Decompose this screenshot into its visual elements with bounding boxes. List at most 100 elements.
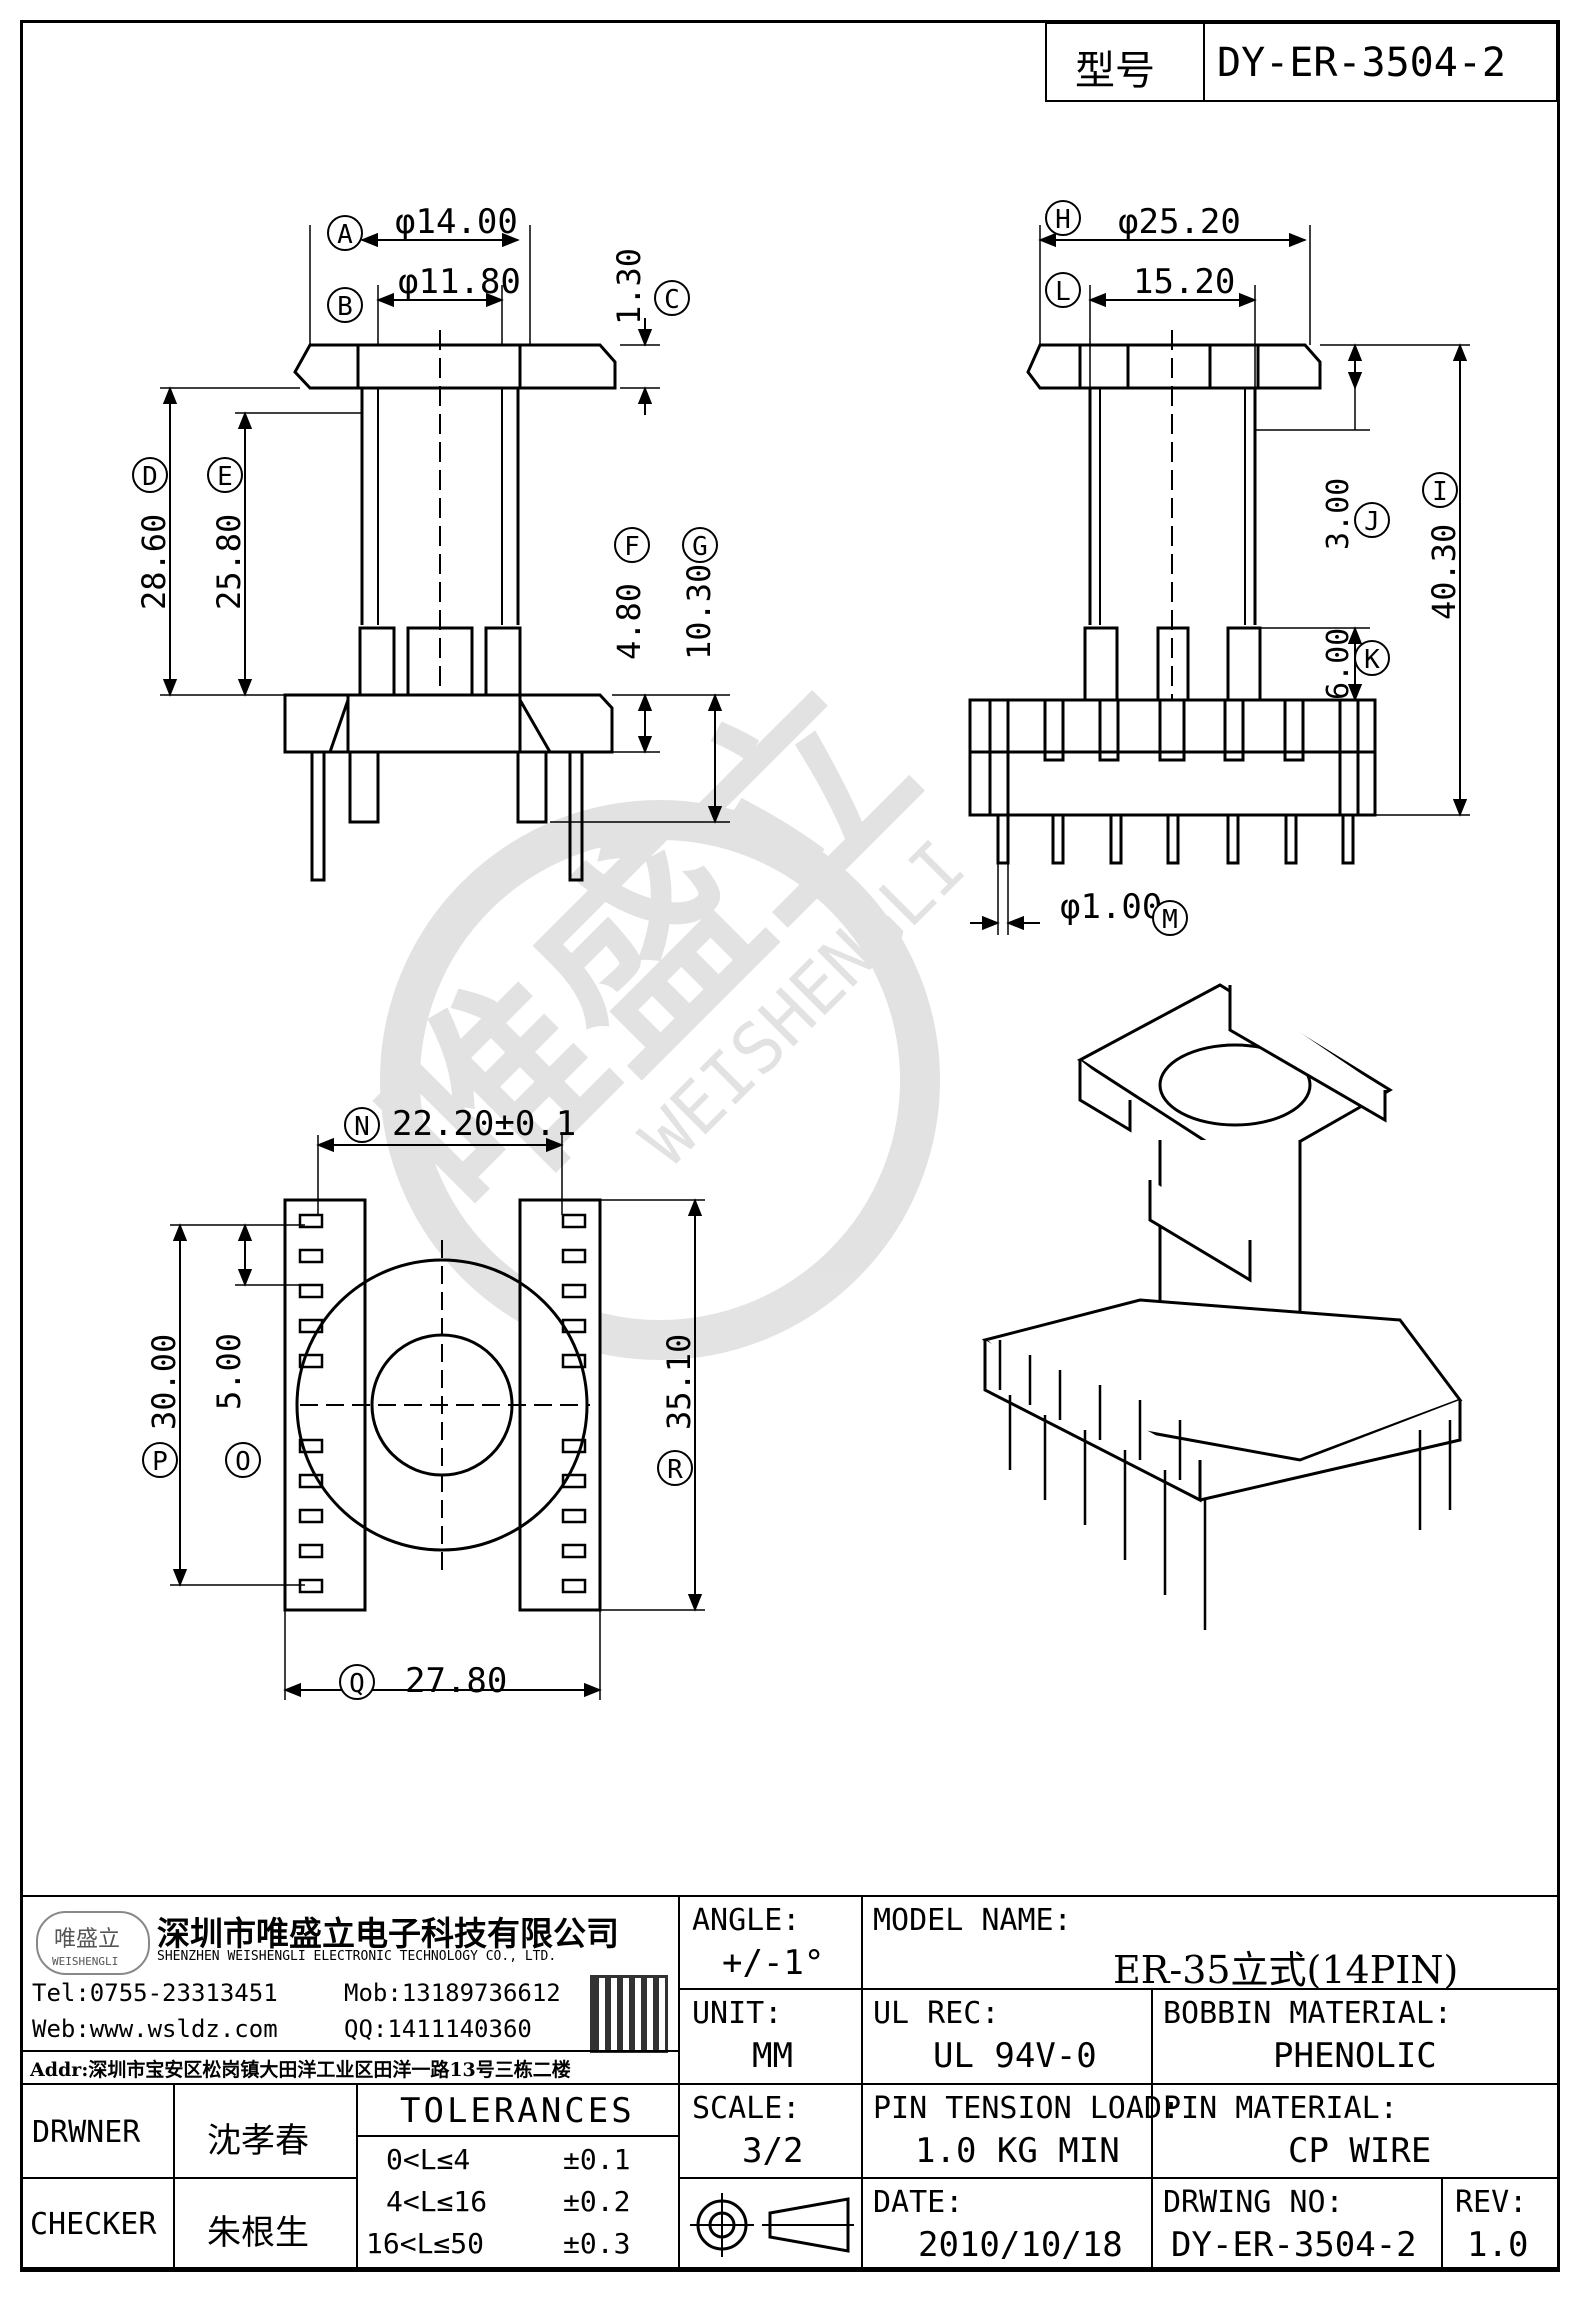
drawing-no-value: DY-ER-3504-2 [1171, 2225, 1417, 2265]
company-cell: 唯盛立 WEISHENGLI 深圳市唯盛立电子科技有限公司 SHENZHEN W… [20, 1895, 680, 2085]
angle-label: ANGLE: [692, 1903, 801, 1938]
date-value: 2010/10/18 [918, 2225, 1123, 2265]
dim-G: 10.30 [680, 564, 718, 660]
dim-tag-M: M [1162, 905, 1178, 935]
model-name-label: MODEL NAME: [873, 1903, 1072, 1938]
tol-range-2: 4<L≤16 [386, 2185, 488, 2218]
front-view-left [160, 225, 730, 882]
checker-value-cell: 朱根生 [173, 2177, 358, 2272]
dim-N: 22.20±0.1 [392, 1104, 576, 1144]
date-cell: DATE: 2010/10/18 [861, 2177, 1153, 2272]
ul-value: UL 94V-0 [933, 2036, 1097, 2076]
ul-cell: UL REC: UL 94V-0 [861, 1988, 1153, 2085]
bobbin-material-cell: BOBBIN MATERIAL: PHENOLIC [1151, 1988, 1560, 2085]
scale-value: 3/2 [742, 2131, 804, 2171]
company-name-cn: 深圳市唯盛立电子科技有限公司 [157, 1914, 619, 1953]
company-tel: Tel:0755-23313451 [32, 1979, 278, 2007]
dim-E: 25.80 [210, 514, 248, 610]
checker-label: CHECKER [30, 2207, 157, 2242]
header-model-value-cell: DY-ER-3504-2 [1203, 22, 1558, 102]
dim-tag-N: N [354, 1112, 370, 1142]
tolerances-cell: TOLERANCES 0<L≤4 ±0.1 4<L≤16 ±0.2 16<L≤5… [356, 2083, 680, 2272]
dim-tag-H: H [1055, 205, 1071, 235]
dim-tag-C: C [664, 285, 680, 315]
bobbin-material-value: PHENOLIC [1273, 2036, 1437, 2076]
dim-B: φ11.80 [398, 262, 521, 302]
dim-F: 4.80 [610, 583, 648, 660]
angle-cell: ANGLE: +/-1° [678, 1895, 863, 1990]
dim-tag-G: G [692, 532, 708, 562]
company-addr: Addr:深圳市宝安区松岗镇大田洋工业区田洋一路13号三栋二楼 [30, 2059, 571, 2081]
dim-A: φ14.00 [395, 202, 518, 242]
isometric-view [981, 983, 1463, 1630]
front-view-left-labels: A φ14.00 B φ11.80 C 1.30 D 28.60 E 25.80… [132, 202, 718, 660]
company-divider [22, 2050, 678, 2052]
dim-tag-P: P [152, 1447, 168, 1477]
pin-material-cell: PIN MATERIAL: CP WIRE [1151, 2083, 1560, 2179]
bottom-view-labels: N 22.20±0.1 P 30.00 O 5.00 R 35.10 Q 27.… [142, 1104, 698, 1701]
pin-load-label: PIN TENSION LOAD: [873, 2091, 1181, 2126]
drawing-no-label: DRWING NO: [1163, 2185, 1344, 2220]
pin-load-value: 1.0 KG MIN [915, 2131, 1120, 2171]
dim-K: 6.00 [1321, 628, 1356, 700]
bobbin-material-label: BOBBIN MATERIAL: [1163, 1996, 1452, 2031]
drawer-value: 沈孝春 [207, 2121, 309, 2161]
dim-H: φ25.20 [1118, 202, 1241, 242]
dim-tag-A: A [337, 220, 353, 250]
company-mob: Mob:13189736612 [344, 1979, 561, 2007]
dim-tag-O: O [235, 1447, 251, 1477]
tol-value-1: ±0.1 [563, 2143, 631, 2176]
company-logo-text: 唯盛立 [54, 1927, 121, 1952]
header-model-label-cell: 型号 [1045, 22, 1205, 102]
dim-tag-D: D [142, 462, 158, 492]
dim-M: φ1.00 [1060, 887, 1162, 927]
drawing-frame [20, 20, 1560, 2270]
rev-label: REV: [1455, 2185, 1528, 2220]
drawing-no-cell: DRWING NO: DY-ER-3504-2 [1151, 2177, 1443, 2272]
tol-range-3: 16<L≤50 [366, 2227, 485, 2260]
dim-R: 35.10 [660, 1334, 698, 1430]
company-web: Web:www.wsldz.com [32, 2015, 278, 2043]
company-qq: QQ:1411140360 [344, 2015, 532, 2043]
header-model-label: 型号 [1075, 48, 1155, 94]
model-name-value: ER-35立式(14PIN) [1113, 1948, 1459, 1992]
pin-material-label: PIN MATERIAL: [1163, 2091, 1398, 2126]
unit-value: MM [752, 2036, 793, 2076]
dim-tag-J: J [1364, 507, 1380, 537]
dim-D: 28.60 [135, 514, 173, 610]
date-label: DATE: [873, 2185, 964, 2220]
dim-I: 40.30 [1425, 524, 1463, 620]
tolerances-divider [358, 2135, 678, 2137]
scale-cell: SCALE: 3/2 [678, 2083, 863, 2179]
dim-tag-F: F [624, 532, 640, 562]
rev-value: 1.0 [1467, 2225, 1529, 2265]
dim-J: 3.00 [1321, 478, 1356, 550]
unit-label: UNIT: [692, 1996, 783, 2031]
side-view-right-labels: H φ25.20 L 15.20 I 40.30 J 3.00 K 6.00 φ… [1045, 200, 1463, 936]
projection-symbol-cell [678, 2177, 863, 2272]
dim-tag-Q: Q [349, 1669, 365, 1699]
projection-symbol-icon [690, 2193, 854, 2257]
company-logo-sub: WEISHENGLI [52, 1955, 119, 1968]
rev-cell: REV: 1.0 [1441, 2177, 1560, 2272]
dim-tag-B: B [337, 292, 353, 322]
drawer-value-cell: 沈孝春 [173, 2083, 358, 2179]
dim-tag-L: L [1055, 277, 1071, 307]
checker-value: 朱根生 [207, 2213, 309, 2253]
bottom-view [170, 1135, 705, 1700]
scale-label: SCALE: [692, 2091, 801, 2126]
company-name-en: SHENZHEN WEISHENGLI ELECTRONIC TECHNOLOG… [157, 1949, 557, 1964]
company-logo [36, 1911, 150, 1975]
side-view-right [968, 225, 1470, 935]
dim-tag-K: K [1364, 645, 1380, 675]
dim-tag-R: R [667, 1455, 683, 1485]
dim-L: 15.20 [1133, 262, 1235, 302]
qr-code-icon [590, 1975, 668, 2053]
pin-load-cell: PIN TENSION LOAD: 1.0 KG MIN [861, 2083, 1180, 2179]
checker-label-cell: CHECKER [20, 2177, 175, 2272]
angle-value: +/-1° [722, 1943, 825, 1983]
unit-cell: UNIT: MM [678, 1988, 863, 2085]
dim-O: 5.00 [210, 1333, 248, 1410]
ul-label: UL REC: [873, 1996, 1000, 2031]
model-name-cell: MODEL NAME: ER-35立式(14PIN) [861, 1895, 1560, 1992]
